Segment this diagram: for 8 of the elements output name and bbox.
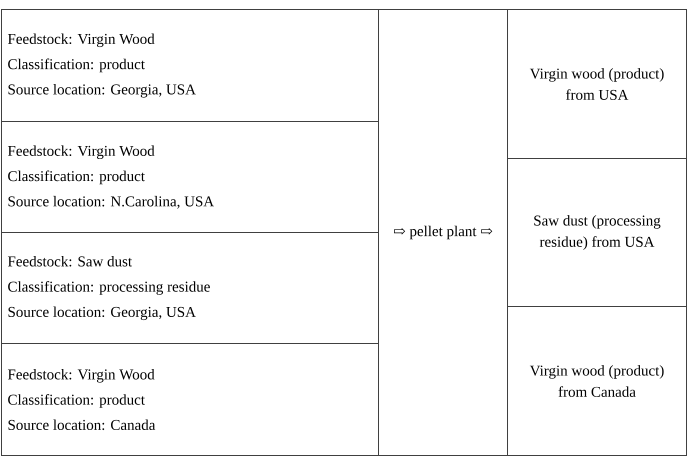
process-cell: ⇨ pellet plant ⇨: [378, 9, 508, 456]
table-cell: Feedstock: Saw dust Classification: processing residue Source location: Georgia, USA: [1, 232, 379, 344]
table-cell: Feedstock: Virgin Wood Classification: product Source location: Georgia, USA: [1, 9, 379, 122]
output-cell: Virgin wood (product) from Canada: [507, 306, 687, 456]
output-cell: Virgin wood (product) from USA: [507, 9, 687, 159]
output-cell: Saw dust (processing residue) from USA: [507, 158, 687, 307]
table-cell: Feedstock: Virgin Wood Classification: product Source location: N.Carolina, USA: [1, 121, 379, 233]
table-cell: Feedstock: Virgin Wood Classification: product Source location: Canada: [1, 343, 379, 456]
